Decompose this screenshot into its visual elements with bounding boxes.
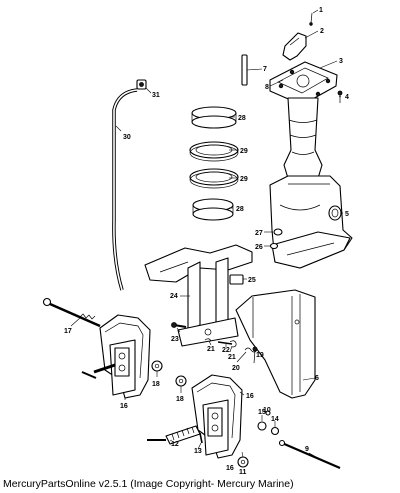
callout-16b: 16 xyxy=(246,393,254,400)
callout-19: 19 xyxy=(256,352,264,359)
exploded-parts-diagram: 1 2 3 4 5 6 7 8 9 10 11 12 13 14 15 16 1… xyxy=(42,7,353,475)
callout-7: 7 xyxy=(263,66,267,73)
part-14-washer xyxy=(270,426,280,436)
part-25-pad xyxy=(229,274,244,285)
part-30-cable xyxy=(112,88,138,291)
callout-21b: 21 xyxy=(228,354,236,361)
part-23-bolt xyxy=(171,322,187,328)
part-16-clamp-bracket-left xyxy=(99,314,151,399)
part-3-mounting-plate xyxy=(269,61,338,106)
driveshaft-housing xyxy=(269,97,353,269)
callout-18a: 18 xyxy=(152,381,160,388)
part-6-swivel-housing xyxy=(235,289,316,399)
callout-15: 15 xyxy=(258,409,266,416)
leader-lines xyxy=(70,9,343,463)
callout-18b: 18 xyxy=(176,396,184,403)
part-18-washer-left xyxy=(151,360,163,372)
copyright-caption: MercuryPartsOnline v2.5.1 (Image Copyrig… xyxy=(3,478,294,490)
callout-24: 24 xyxy=(170,293,178,300)
callout-12: 12 xyxy=(171,441,179,448)
callout-14: 14 xyxy=(271,416,279,423)
callout-1: 1 xyxy=(319,7,323,14)
part-7-pin xyxy=(241,54,248,86)
callout-10: 10 xyxy=(263,407,271,414)
part-18-washer-right xyxy=(175,375,187,387)
callout-3: 3 xyxy=(339,58,343,65)
callout-13: 13 xyxy=(194,448,202,455)
callout-28b: 28 xyxy=(236,206,244,213)
callout-4: 4 xyxy=(345,94,349,101)
callout-23: 23 xyxy=(171,336,179,343)
callout-9: 9 xyxy=(305,446,309,453)
callout-8: 8 xyxy=(265,84,269,91)
callout-27: 27 xyxy=(255,230,263,237)
callout-2: 2 xyxy=(320,28,324,35)
part-29-lower-bearing xyxy=(189,168,239,189)
part-11-washer xyxy=(237,456,249,468)
part-4-screw xyxy=(337,90,343,103)
callout-30: 30 xyxy=(123,134,131,141)
callout-labels: 1 2 3 4 5 6 7 8 9 10 11 12 13 14 15 16 1… xyxy=(64,7,349,475)
callout-29a: 29 xyxy=(240,148,248,155)
part-15-nut xyxy=(257,421,267,431)
part-29-upper-bearing xyxy=(189,141,239,162)
callout-25: 25 xyxy=(248,277,256,284)
callout-17: 17 xyxy=(64,328,72,335)
part-16-clamp-bracket-right xyxy=(191,374,243,459)
part-13-pin xyxy=(199,432,203,444)
callout-16a: 16 xyxy=(120,403,128,410)
callout-28a: 28 xyxy=(238,115,246,122)
callout-22: 22 xyxy=(222,347,230,354)
part-24-swivel-bracket xyxy=(144,244,253,347)
callout-29b: 29 xyxy=(240,176,248,183)
callout-6: 6 xyxy=(315,375,319,382)
callout-31: 31 xyxy=(152,92,160,99)
part-10-nut xyxy=(265,410,271,416)
part-5-plug xyxy=(328,205,342,221)
part-17-bolt xyxy=(42,297,101,328)
callout-20: 20 xyxy=(232,365,240,372)
part-26-washer xyxy=(269,242,279,250)
callout-16c: 16 xyxy=(226,465,234,472)
part-27-nut xyxy=(273,228,283,236)
part-12-clamp-screw-right xyxy=(147,425,201,445)
part-28-lower-bushing xyxy=(192,198,234,221)
callout-21a: 21 xyxy=(207,346,215,353)
part-1-pin xyxy=(309,12,313,26)
part-2-cover xyxy=(282,32,307,61)
part-31-clip xyxy=(136,79,147,90)
part-12-clamp-screw-left xyxy=(81,363,116,379)
part-28-upper-bushing xyxy=(191,106,237,129)
part-20-spring xyxy=(244,347,258,353)
part-22-pin xyxy=(217,341,233,345)
callout-26: 26 xyxy=(255,244,263,251)
part-9-tilt-rod xyxy=(278,439,341,470)
callout-5: 5 xyxy=(345,211,349,218)
callout-11: 11 xyxy=(239,469,247,475)
part-21-clip xyxy=(204,338,237,348)
